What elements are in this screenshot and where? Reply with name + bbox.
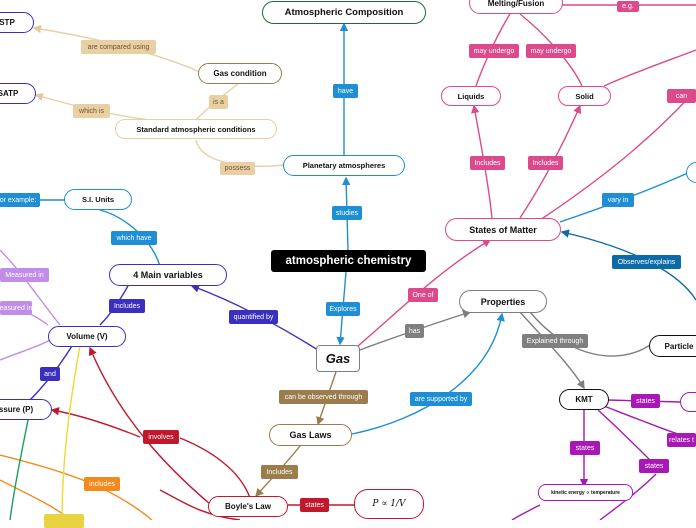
label-states-ke: states xyxy=(570,441,600,455)
edge-orange-1 xyxy=(0,454,153,520)
edge-vars-whichhave xyxy=(99,209,161,267)
particle-node[interactable]: Particle xyxy=(649,335,696,357)
standard-conditions-node[interactable]: Standard atmospheric conditions xyxy=(115,119,277,139)
root-node[interactable]: atmospheric chemistry xyxy=(271,250,426,272)
label-are-supported-by: are supported by xyxy=(410,392,472,406)
edge-crimson-lower xyxy=(159,489,241,520)
label-explores: Explores xyxy=(326,302,360,316)
label-includes-orange: includes xyxy=(84,477,120,491)
label-observes-explains: Observes/explains xyxy=(612,255,681,269)
label-for-example: or example: xyxy=(0,193,40,207)
label-have: have xyxy=(333,84,358,98)
label-studies: studies xyxy=(332,206,362,220)
label-can-be-observed: can be observed through xyxy=(279,390,368,404)
planetary-atmospheres-node[interactable]: Planetary atmospheres xyxy=(283,155,405,176)
pressure-node[interactable]: ssure (P) xyxy=(0,399,52,420)
label-eg: e.g. xyxy=(617,1,639,12)
label-measured-in-1: Measured in xyxy=(0,268,49,282)
edge-kmt-states3 xyxy=(597,409,657,467)
label-is-a: is a xyxy=(209,95,228,109)
kmt-node[interactable]: KMT xyxy=(559,389,609,410)
label-and: and xyxy=(40,367,60,381)
label-states-kmt: states xyxy=(631,394,660,408)
gas-laws-node[interactable]: Gas Laws xyxy=(269,424,352,446)
four-main-variables-node[interactable]: 4 Main variables xyxy=(109,264,227,286)
edge-involves-pressure xyxy=(50,407,141,438)
label-relates: relates t xyxy=(667,433,696,447)
states-of-matter-node[interactable]: States of Matter xyxy=(445,218,561,241)
edge-solid-can xyxy=(603,49,696,87)
volume-node[interactable]: Volume (V) xyxy=(48,326,126,347)
label-includes-gaslaws: Includes xyxy=(261,465,298,479)
label-quantified-by: quantified by xyxy=(229,310,278,324)
label-explained-through: Explained through xyxy=(522,334,588,348)
label-which-have: which have xyxy=(111,231,157,245)
edge-yellow xyxy=(61,345,81,520)
edge-gaslaws-crimson xyxy=(179,437,251,499)
label-can: can xyxy=(667,89,696,103)
edge-volume-measured1 xyxy=(0,249,61,326)
edge-states-can xyxy=(539,89,696,221)
label-may-undergo-1: may undergo xyxy=(469,44,519,58)
solid-node[interactable]: Solid xyxy=(558,86,611,106)
edge-properties-explained xyxy=(519,311,585,390)
label-may-undergo-2: may undergo xyxy=(526,44,576,58)
liquids-node[interactable]: Liquids xyxy=(441,86,501,106)
label-possess: possess xyxy=(220,162,255,175)
edge-planetary-possess xyxy=(195,139,285,167)
properties-node[interactable]: Properties xyxy=(459,290,547,313)
satp-node[interactable]: SATP xyxy=(0,83,36,104)
edge-lavender-low xyxy=(0,339,51,361)
label-includes-liquids: Includes xyxy=(470,156,505,170)
si-units-node[interactable]: S.I. Units xyxy=(64,189,132,210)
label-states-boyle: states xyxy=(300,498,329,512)
boyles-law-node[interactable]: Boyle's Law xyxy=(208,496,288,517)
label-states-kmt2: states xyxy=(639,459,669,473)
boyles-formula-node: P ∝ 1/V xyxy=(354,489,424,519)
label-includes-solid: Includes xyxy=(528,156,563,170)
label-which-is: which is xyxy=(73,104,110,118)
label-includes-vars: Includes xyxy=(109,299,145,313)
gas-node[interactable]: Gas xyxy=(316,345,360,372)
label-vary-in: vary in xyxy=(602,193,634,207)
edge-properties-particle xyxy=(529,311,651,357)
partial-node-right-2[interactable] xyxy=(680,392,696,412)
edge-magenta-left xyxy=(511,504,541,520)
label-yellow-partial xyxy=(44,514,84,528)
label-measured-in-2: easured in xyxy=(0,301,32,315)
atmospheric-composition-node[interactable]: Atmospheric Composition xyxy=(262,1,426,24)
label-are-compared-using: are compared using xyxy=(81,40,156,54)
kinetic-energy-node[interactable]: kinetic energy ∝ temperature xyxy=(538,484,633,501)
melting-fusion-node[interactable]: Melting/Fusion xyxy=(469,0,563,14)
label-has: has xyxy=(405,324,424,338)
label-one-of: One of xyxy=(408,288,438,302)
stp-node[interactable]: STP xyxy=(0,12,34,33)
label-involves: involves xyxy=(143,430,179,444)
gas-condition-node[interactable]: Gas condition xyxy=(198,63,282,84)
edge-green xyxy=(9,419,29,520)
